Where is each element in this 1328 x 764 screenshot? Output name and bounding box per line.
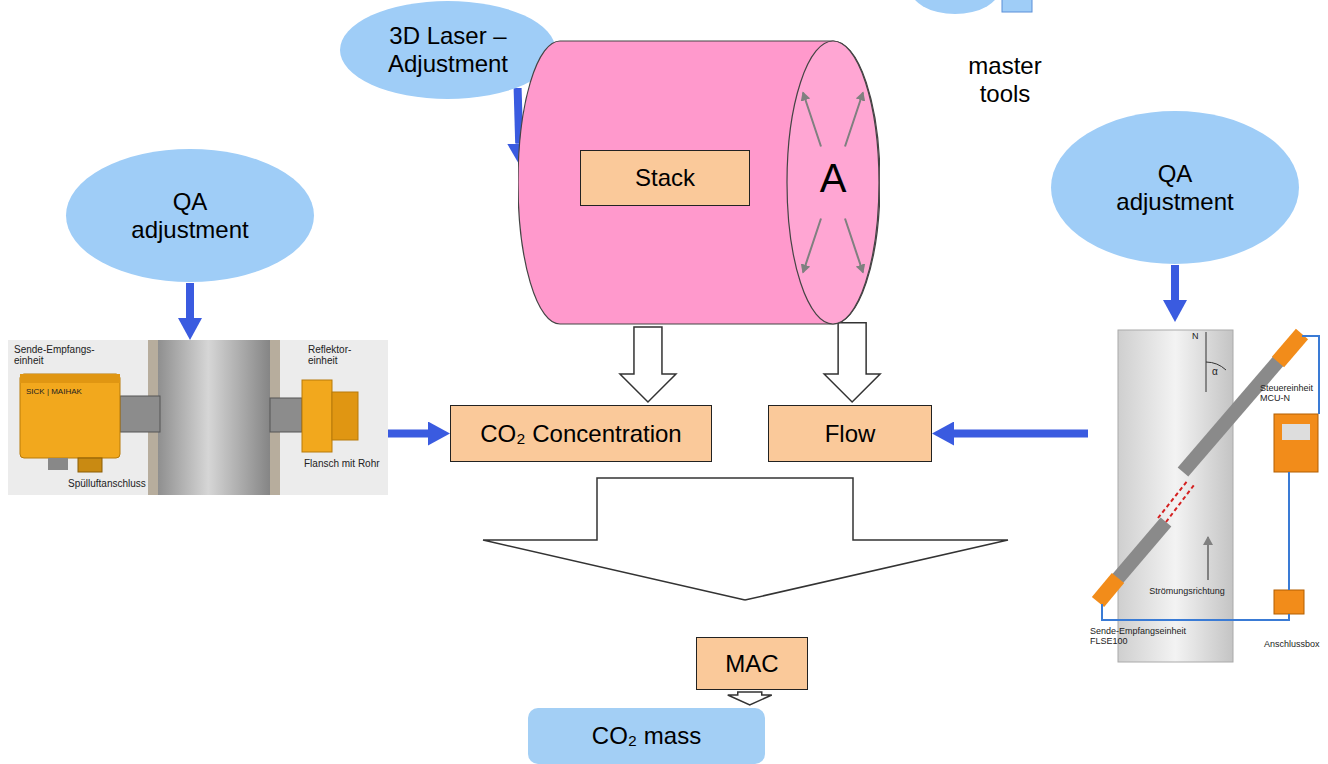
- flow-arrow: [483, 478, 745, 600]
- adjustment-arrow: [388, 430, 428, 438]
- process-box: Stack: [580, 150, 750, 206]
- area-arrow: [803, 219, 821, 273]
- process-box: CO₂ Concentration: [450, 405, 712, 462]
- adjustment-arrow: [186, 283, 194, 318]
- area-arrow: [845, 93, 863, 147]
- part-label: SICK | MAIHAK: [26, 388, 106, 397]
- cylinder-face: [787, 41, 879, 324]
- flow-arrow: [728, 692, 772, 705]
- cylinder-body: [518, 41, 880, 324]
- part-label: Sende-Empfangs- einheit: [14, 344, 109, 366]
- method-ellipse: 3D Laser – Adjustment: [339, 0, 557, 100]
- flow-meter-illustration: [1098, 330, 1319, 662]
- area-label: A: [813, 156, 853, 200]
- process-box: Flow: [768, 405, 932, 462]
- node-text: Stack: [635, 164, 695, 192]
- ellipse-shape: [66, 149, 314, 282]
- node-text: CO₂ Concentration: [480, 420, 681, 448]
- node-text: QA adjustment: [1105, 160, 1245, 215]
- part-label: Sende-Empfangseinheit FLSE100: [1090, 627, 1210, 647]
- area-arrow: [845, 219, 863, 273]
- method-ellipse: QA adjustment: [65, 148, 315, 283]
- adjustment-arrow: [954, 430, 1088, 438]
- part-label: Reflektor- einheit: [308, 344, 378, 366]
- instrument-panel: Sende-Empfangs- einheitSICK | MAIHAK Refl…: [8, 340, 388, 495]
- method-ellipse: QA adjustment: [1050, 110, 1300, 265]
- node-text: Flow: [825, 420, 876, 448]
- instrument-panel: NαStrömungsrichtung Steuereinheit MCU-N Se…: [1088, 322, 1324, 667]
- node-text: MAC: [725, 650, 778, 678]
- flow-arrow: [620, 327, 676, 402]
- part-label: α: [1212, 366, 1226, 377]
- part-label: Spülluftanschluss: [68, 478, 158, 489]
- annotation-label: master tools: [940, 52, 1070, 107]
- node-text: CO₂ mass: [592, 722, 701, 750]
- result-box: CO₂ mass: [528, 708, 765, 764]
- ellipse-shape: [1051, 111, 1299, 264]
- master-tools-icon: [910, 0, 1032, 14]
- stack-cylinder: Stack A: [518, 40, 880, 325]
- ellipse-shape: [340, 1, 556, 99]
- part-label: N: [1192, 332, 1204, 342]
- part-label: Flansch mit Rohr: [304, 458, 384, 469]
- part-label: Steuereinheit MCU-N: [1260, 384, 1318, 404]
- adjustment-arrow: [518, 88, 520, 143]
- node-text: 3D Laser – Adjustment: [373, 22, 523, 77]
- node-text: QA adjustment: [120, 188, 260, 243]
- area-arrow: [803, 93, 821, 147]
- flow-arrow: [824, 323, 880, 402]
- gas-analyzer-illustration: [8, 340, 388, 495]
- part-label: Strömungsrichtung: [1144, 587, 1230, 597]
- adjustment-arrow: [1171, 265, 1179, 300]
- flow-arrow: [725, 478, 1008, 600]
- process-box: MAC: [696, 637, 808, 690]
- part-label: Anschlussbox: [1264, 640, 1322, 650]
